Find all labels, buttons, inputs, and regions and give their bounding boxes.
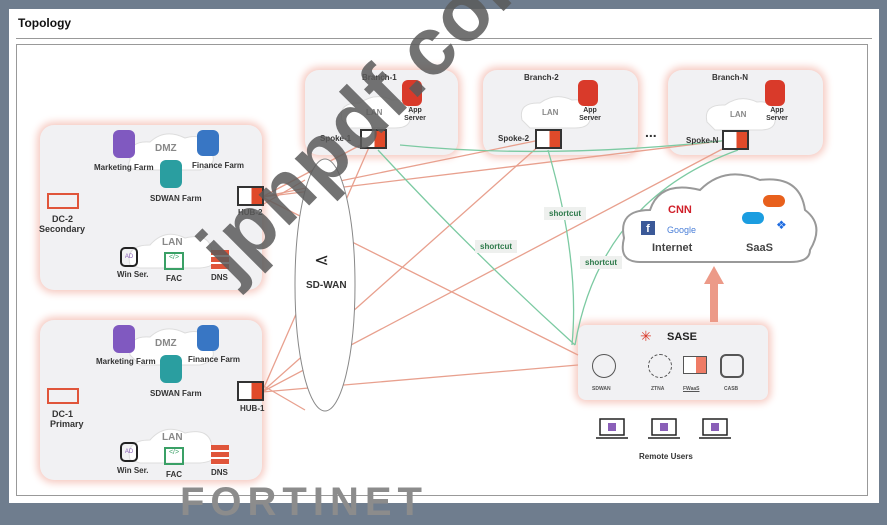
lan-label: LAN [162,432,183,443]
app-server-label: App Server [579,107,601,122]
sdwan-label: SD-WAN [306,280,347,291]
finance-farm-icon [197,130,219,156]
hub2-label: HUB-2 [238,208,263,217]
sdwan-icon: ⋖ [314,250,330,270]
sdwan-farm-label: SDWAN Farm [150,389,202,398]
dns-server-icon [211,445,229,465]
fwaas-label: FWaaS [683,386,700,392]
win-server-label: Win Ser. [117,270,149,279]
fwaas-icon [683,356,707,374]
dmz-label: DMZ [155,338,177,349]
dc1-label: DC-1 [52,409,74,419]
sdwan-service-label: SDWAN [592,386,611,392]
finance-farm-label: Finance Farm [188,355,241,364]
branch1-title: Branch-1 [362,73,397,82]
branchN-title: Branch-N [712,73,749,82]
facebook-logo: f [641,221,655,235]
hub1-label: HUB-1 [240,404,265,413]
fac-label: FAC [166,470,182,479]
shortcut-label: shortcut [475,240,517,253]
fac-icon: </> [164,252,184,270]
app-server-label: App Server [766,107,788,122]
marketing-farm-label: Marketing Farm [96,357,156,366]
ztna-label: ZTNA [651,386,665,392]
finance-farm-label: Finance Farm [192,161,245,170]
remote-users-label: Remote Users [639,452,693,461]
marketing-farm-icon [113,130,135,158]
marketing-farm-label: Marketing Farm [94,163,154,172]
lan-label: LAN [162,237,183,248]
branch2-title: Branch-2 [524,73,559,82]
dc2-sub-label: Secondary [39,224,86,234]
cnn-logo: CNN [668,204,692,216]
casb-label: CASB [724,386,739,392]
dmz-label: DMZ [155,143,177,154]
arrow-up-icon [704,266,724,284]
google-logo: Google [667,225,697,235]
spoke1-label: Spoke-1 [320,134,352,143]
fortigate-hub2-icon[interactable] [237,186,264,206]
fortigate-spokeN-icon[interactable] [722,130,749,150]
fortigate-hub1-icon[interactable] [237,381,264,401]
more-branches-ellipsis: ... [645,124,657,140]
dns-label: DNS [211,468,228,477]
spokeN-label: Spoke-N [686,136,719,145]
sase-icon: ✳ [640,328,652,344]
fac-label: FAC [166,274,182,283]
marketing-farm-icon [113,325,135,353]
sdwan-farm-label: SDWAN Farm [150,194,202,203]
salesforce-icon [742,212,764,224]
win-server-label: Win Ser. [117,466,149,475]
shortcut-spoke1-sase [377,149,576,346]
fortigate-spoke2-icon[interactable] [535,129,562,149]
win-server-icon: AD [120,247,138,267]
sdwan-farm-icon [160,355,182,383]
lan-label: LAN [366,108,383,117]
office-cloud-icon [763,195,785,207]
win-server-icon: AD [120,442,138,462]
internet-label: Internet [652,242,693,254]
connection-lines [128,96,818,464]
page-title: Topology [18,16,72,30]
saas-label: SaaS [746,242,773,254]
lan-label: LAN [730,110,747,119]
diagram-frame [16,44,868,496]
fortigate-spoke1-icon[interactable] [360,129,387,149]
finance-farm-icon [197,325,219,351]
dc1-sub-label: Primary [50,419,84,429]
ztna-icon [648,354,672,378]
sdwan-ellipse [294,158,356,412]
sdwan-farm-icon [160,160,182,188]
shortcut-label: shortcut [544,207,586,220]
sdwan-service-icon [592,354,616,378]
shortcut-label: shortcut [580,256,622,269]
fortinet-logo: FORTINET [180,480,428,524]
app-server-label: App Server [404,107,426,122]
dropbox-icon: ❖ [776,218,787,232]
app-server-icon [402,80,422,106]
dc2-label: DC-2 [52,214,74,224]
dns-server-icon [211,250,229,270]
casb-icon [720,354,744,378]
shortcut-spoke2-sase [547,149,575,346]
arrow-shaft [710,282,718,322]
app-server-icon [765,80,785,106]
datacenter-icon [47,388,79,404]
dns-label: DNS [211,273,228,282]
divider [16,38,872,39]
app-server-icon [578,80,598,106]
fac-icon: </> [164,447,184,465]
datacenter-icon [47,193,79,209]
spoke2-label: Spoke-2 [498,134,530,143]
lan-label: LAN [542,108,559,117]
sase-title: SASE [667,331,697,343]
